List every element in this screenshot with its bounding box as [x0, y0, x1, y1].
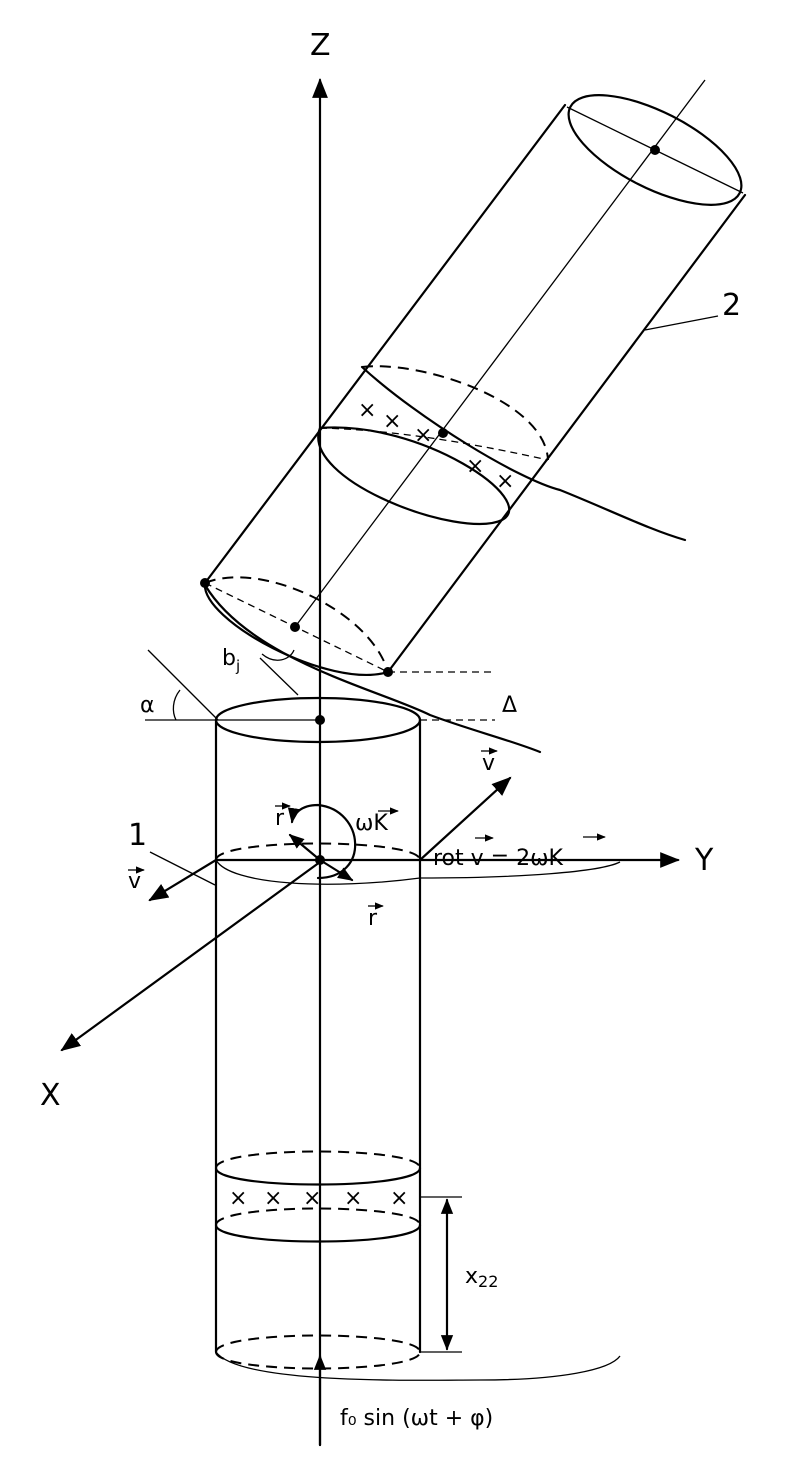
svg-text:×: ×: [496, 469, 514, 494]
x-axis-label: X: [40, 1078, 61, 1113]
bottom-curve: [215, 1351, 621, 1381]
cylinder-2-crosses: × × × × ×: [358, 398, 514, 494]
cylinder-1-label: 1: [128, 818, 147, 853]
rotation-arrow: [287, 803, 357, 880]
z-axis-label: Z: [310, 28, 331, 63]
r-bottom-vector: [318, 858, 354, 882]
cylinder-2-leader: [644, 315, 719, 331]
svg-text:×: ×: [466, 454, 484, 479]
delta-label: Δ: [502, 693, 517, 718]
svg-text:×: ×: [303, 1186, 321, 1211]
cylinder-1-crosses: × × × × ×: [229, 1186, 408, 1211]
cyl1-top-center-point: [315, 715, 325, 725]
svg-text:×: ×: [390, 1186, 408, 1211]
alpha-arc: [172, 689, 181, 721]
v-left-label: v: [128, 869, 141, 894]
r-top-vector: [288, 833, 322, 862]
rot-label: rot v = 2ωK: [433, 846, 564, 871]
cyl2-axis-point: [290, 622, 300, 632]
b-j-leader: [259, 657, 299, 696]
svg-text:×: ×: [358, 398, 376, 423]
force-label: f₀ sin (ωt + φ): [340, 1406, 493, 1431]
svg-text:×: ×: [264, 1186, 282, 1211]
v-left-vector: [148, 858, 218, 902]
section-curve-y: [419, 861, 621, 879]
contact-curve: [203, 583, 542, 754]
v-right-label: v: [482, 751, 495, 776]
svg-text:×: ×: [229, 1186, 247, 1211]
v-right-vector: [418, 776, 512, 862]
cyl2-mid-center-point: [438, 428, 448, 438]
cylinder-1-leader: [149, 851, 216, 886]
svg-text:×: ×: [414, 423, 432, 448]
y-axis-label: Y: [694, 843, 714, 878]
svg-text:×: ×: [344, 1186, 362, 1211]
b-j-label: bj: [222, 646, 240, 675]
r-bottom-label: r: [368, 906, 378, 931]
x22-label: x22: [465, 1264, 498, 1291]
alpha-incline: [147, 649, 219, 721]
cylinder-2: [203, 79, 747, 676]
cyl2-bottom-left-point: [200, 578, 210, 588]
cylinder-1: [214, 696, 422, 1370]
svg-text:×: ×: [383, 409, 401, 434]
r-top-label: r: [275, 806, 285, 831]
omega-k-label: ωK: [355, 811, 388, 836]
alpha-label: α: [140, 693, 155, 718]
cyl2-top-center-point: [650, 145, 660, 155]
x-axis: [60, 860, 322, 1052]
cylinder-2-label: 2: [722, 288, 741, 323]
b-j-arc: [261, 649, 295, 661]
